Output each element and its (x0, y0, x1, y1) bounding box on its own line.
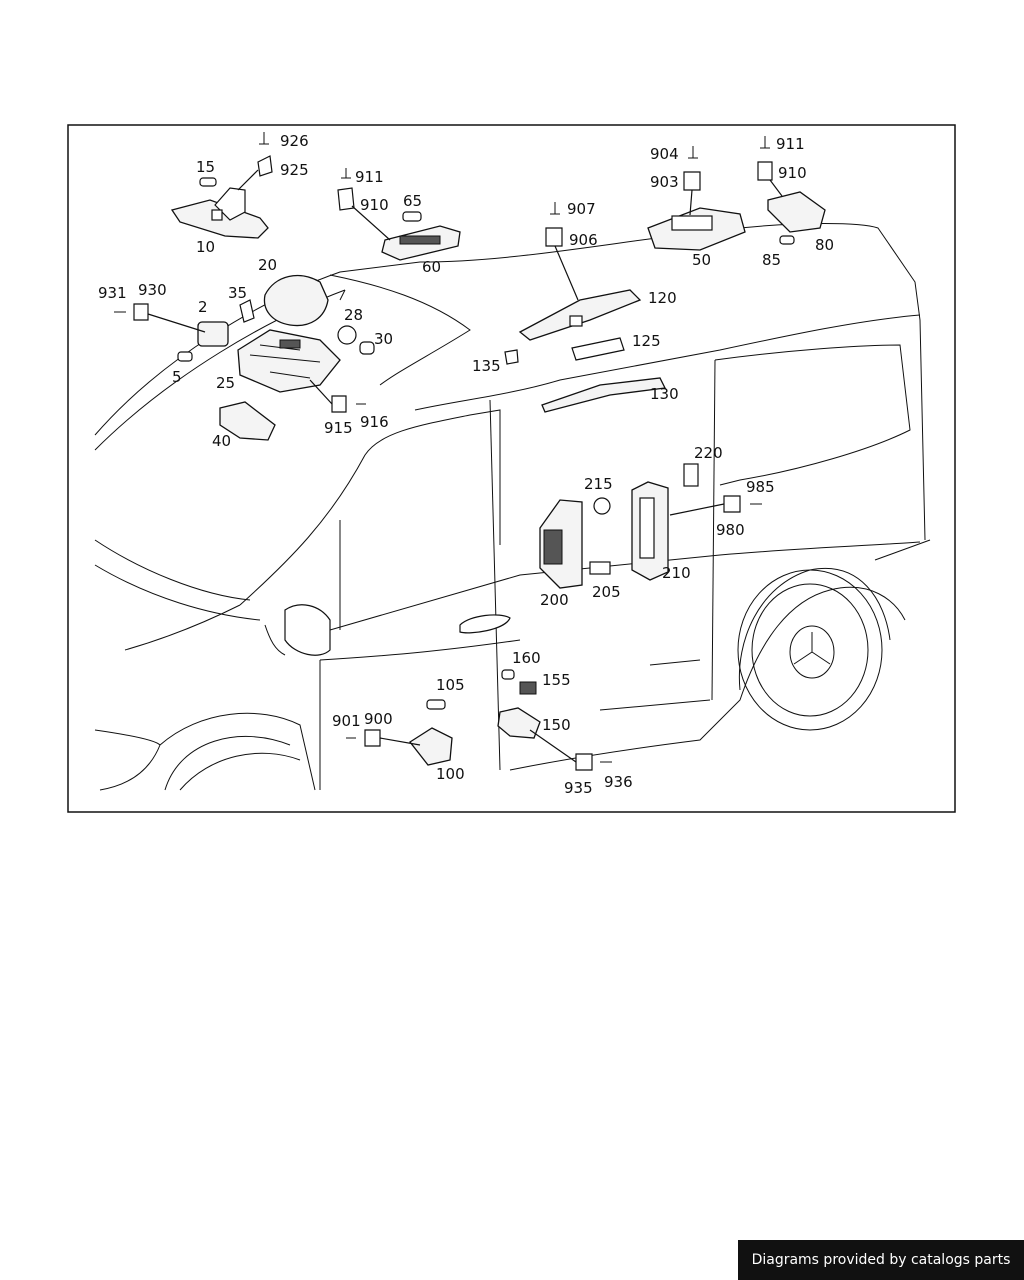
part-28-socket (337, 325, 357, 345)
callout: 910 (778, 164, 807, 182)
callout: 40 (212, 432, 231, 450)
callout: 215 (584, 475, 613, 493)
callout: 120 (648, 289, 677, 307)
diagram-frame (67, 124, 956, 813)
callout: 65 (403, 192, 422, 210)
callout: 25 (216, 374, 235, 392)
part-65-bulb (402, 211, 422, 222)
part-215-screw (593, 497, 611, 515)
callout: 904 (650, 145, 679, 163)
part-210-handle (631, 481, 669, 581)
part-25-module (237, 329, 341, 393)
part-2-switch (197, 321, 229, 347)
callout: 80 (815, 236, 834, 254)
part-150-lamp (497, 707, 541, 739)
part-10-lamp (170, 187, 269, 239)
footer-attribution: Diagrams provided by catalogs parts (738, 1240, 1024, 1280)
callout: 2 (198, 298, 208, 316)
callout: 28 (344, 306, 363, 324)
part-60-lamp (381, 225, 461, 261)
part-120-lamp (518, 289, 642, 341)
callout: 931 (98, 284, 127, 302)
callout: 915 (324, 419, 353, 437)
leader-lines (147, 169, 783, 763)
part-85-bulb (779, 235, 795, 245)
callout: 907 (567, 200, 596, 218)
callout: 50 (692, 251, 711, 269)
callout: 900 (364, 710, 393, 728)
part-20-cover (263, 274, 329, 327)
callout: 155 (542, 671, 571, 689)
callout: 911 (355, 168, 384, 186)
callout: 60 (422, 258, 441, 276)
callout: 906 (569, 231, 598, 249)
callout: 150 (542, 716, 571, 734)
callout: 980 (716, 521, 745, 539)
callout: 916 (360, 413, 389, 431)
callout: 210 (662, 564, 691, 582)
part-5-bulb (177, 351, 193, 362)
callout: 30 (374, 330, 393, 348)
callout-labels: 926 925 15 10 911 910 65 60 907 906 904 … (98, 132, 834, 797)
part-220-clip (683, 463, 699, 487)
part-125-rod (571, 337, 625, 361)
callout: 15 (196, 158, 215, 176)
callout: 926 (280, 132, 309, 150)
part-80-lamp (767, 191, 826, 233)
part-130-strip (541, 377, 666, 413)
part-160-bulb (501, 669, 515, 680)
part-135-screw (504, 349, 519, 365)
callout: 911 (776, 135, 805, 153)
callout: 910 (360, 196, 389, 214)
callout: 5 (172, 368, 182, 386)
callout: 901 (332, 712, 361, 730)
part-35-clip (239, 299, 255, 323)
callout: 125 (632, 332, 661, 350)
callout: 100 (436, 765, 465, 783)
callout: 903 (650, 173, 679, 191)
part-200-handle (539, 499, 583, 589)
callout: 200 (540, 591, 569, 609)
part-100-lamp (409, 727, 453, 766)
callout: 20 (258, 256, 277, 274)
callout: 930 (138, 281, 167, 299)
callout: 135 (472, 357, 501, 375)
callout: 10 (196, 238, 215, 256)
part-30-bulb (359, 341, 375, 355)
callout: 985 (746, 478, 775, 496)
callout: 85 (762, 251, 781, 269)
part-15-bulb (199, 177, 217, 187)
part-50-lamp (647, 207, 746, 251)
callout: 160 (512, 649, 541, 667)
callout: 205 (592, 583, 621, 601)
callout: 130 (650, 385, 679, 403)
callout: 220 (694, 444, 723, 462)
part-205-screw (589, 561, 611, 575)
part-40-cover (219, 401, 276, 441)
part-155-socket (519, 681, 537, 695)
connector-symbols (114, 132, 773, 771)
callout: 936 (604, 773, 633, 791)
part-105-bulb (426, 699, 446, 710)
callout: 925 (280, 161, 309, 179)
callout: 105 (436, 676, 465, 694)
callout: 935 (564, 779, 593, 797)
callout: 35 (228, 284, 247, 302)
